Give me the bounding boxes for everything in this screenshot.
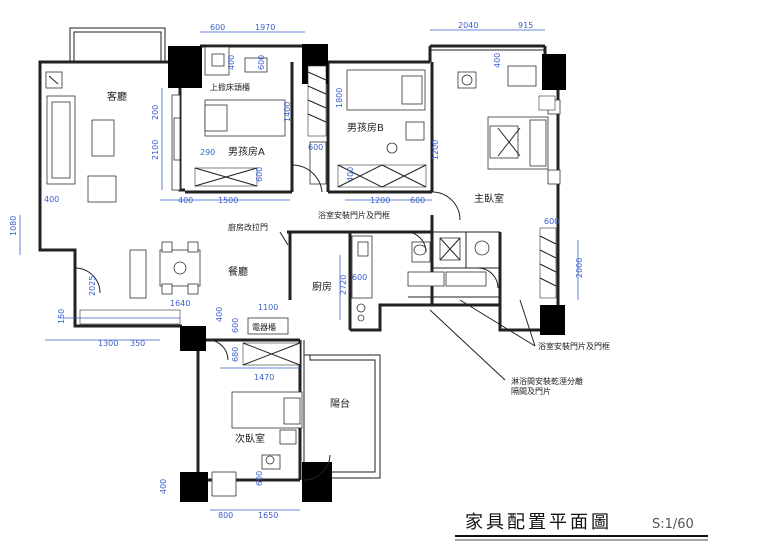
dim-label: 400 (178, 196, 193, 205)
dimension-lines (19, 29, 579, 511)
room-second: 次臥室 (235, 432, 265, 445)
dim-label: 1500 (218, 196, 238, 205)
dim-label: 600 (257, 55, 266, 70)
dim-label: 2040 (458, 21, 478, 30)
dim-label: 915 (518, 21, 533, 30)
dimension-labels: 600 1970 2040 915 400 600 400 1400 1800 … (9, 21, 584, 520)
note-bunk: 上掀床頭櫃 (210, 82, 250, 92)
dim-label: 680 (231, 347, 240, 362)
dim-label: 1650 (258, 511, 278, 520)
dim-label: 400 (44, 195, 59, 204)
dim-label: 2000 (575, 258, 584, 278)
note-bath-door-right: 浴室安裝門片及門框 (538, 341, 610, 351)
room-balcony: 陽台 (330, 397, 350, 410)
room-kitchen: 廚房 (312, 280, 332, 293)
dim-label: 600 (255, 471, 264, 486)
dim-label: 1800 (335, 88, 344, 108)
dim-label: 600 (410, 196, 425, 205)
dim-label: 1300 (98, 339, 118, 348)
dim-label: 2720 (339, 275, 348, 295)
dim-label: 400 (159, 479, 168, 494)
dim-label: 1080 (9, 216, 18, 236)
dim-label: 350 (130, 339, 145, 348)
furniture (45, 46, 561, 497)
dim-label: 800 (218, 511, 233, 520)
dim-label: 600 (255, 167, 264, 182)
dim-label: 600 (210, 23, 225, 32)
dim-label: 600 (544, 217, 559, 226)
drawing-title: 家具配置平面圖 (465, 512, 612, 533)
notes: 上掀床頭櫃 浴室安裝門片及門框 廚房改拉門 電器櫃 浴室安裝門片及門框 淋浴間安… (210, 82, 610, 396)
dim-label: 1400 (283, 102, 292, 122)
dim-label: 600 (231, 318, 240, 333)
dim-label: 150 (57, 309, 66, 324)
room-labels: 客廳 男孩房A 男孩房B 主臥室 餐廳 廚房 陽台 次臥室 (107, 90, 504, 445)
room-boy-b: 男孩房B (347, 121, 384, 134)
dim-label: 1100 (258, 303, 278, 312)
title-block: 家具配置平面圖 S:1/60 (455, 512, 708, 541)
dim-label: 400 (215, 307, 224, 322)
note-shower-1: 淋浴間安裝乾溼分離 (511, 376, 583, 386)
note-appliance: 電器櫃 (252, 322, 276, 332)
dim-label: 2025 (88, 276, 97, 296)
dim-label: 1470 (254, 373, 274, 382)
dim-label: 400 (346, 167, 355, 182)
dim-label: 1200 (431, 140, 440, 160)
note-shower-2: 隔間及門片 (511, 386, 551, 396)
dim-label: 600 (352, 273, 367, 282)
dim-label: 1970 (255, 23, 275, 32)
drawing-scale: S:1/60 (652, 517, 694, 532)
room-boy-a: 男孩房A (228, 145, 265, 158)
note-bath-door-top: 浴室安裝門片及門框 (318, 210, 390, 220)
room-dining: 餐廳 (228, 265, 248, 278)
dim-label: 1200 (370, 196, 390, 205)
dim-label: 200 (151, 105, 160, 120)
dim-label: 400 (227, 55, 236, 70)
note-kitchen-door: 廚房改拉門 (228, 222, 268, 232)
dim-label: 290 (200, 148, 215, 157)
room-living: 客廳 (107, 90, 127, 103)
dim-label: 1640 (170, 299, 190, 308)
dim-label: 600 (308, 143, 323, 152)
dim-label: 400 (493, 53, 502, 68)
room-master: 主臥室 (474, 192, 504, 205)
dim-label: 2100 (151, 140, 160, 160)
